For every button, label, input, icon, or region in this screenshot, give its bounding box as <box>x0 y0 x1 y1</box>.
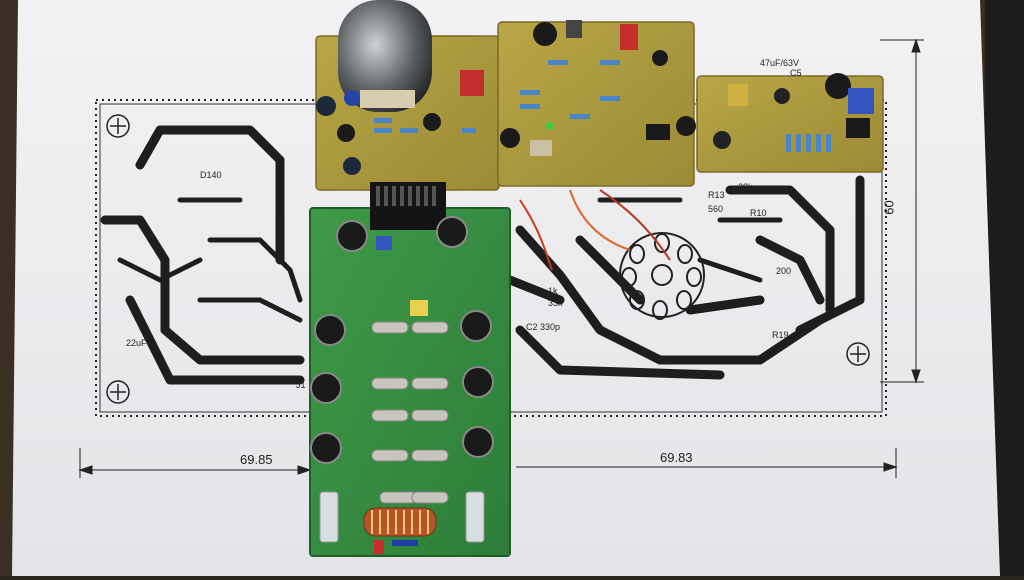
label-c5: C5 <box>790 68 802 78</box>
label-j1: J1 <box>296 380 306 390</box>
dimension-lines <box>78 38 924 478</box>
electrolytic-caps <box>310 216 494 464</box>
label-d140: D140 <box>200 170 222 180</box>
label-38k: 38k <box>738 182 753 192</box>
label-c2: C2 330p <box>526 322 561 332</box>
dimension-bottom-right: 69.83 <box>660 450 693 465</box>
middle-board <box>497 20 696 187</box>
label-1k: 1k <box>548 286 558 296</box>
label-r10: R10 <box>750 208 767 218</box>
right-board <box>696 73 884 173</box>
dimension-bottom-left: 69.85 <box>240 452 273 467</box>
printed-traces <box>100 125 865 385</box>
green-power-board <box>309 182 511 557</box>
label-r19: R19 <box>772 330 789 340</box>
label-33k: 33k <box>548 298 563 308</box>
label-r13: R13 <box>708 190 725 200</box>
label-560: 560 <box>708 204 724 214</box>
dimension-height: 60 <box>881 200 897 215</box>
tube-preamp-board <box>315 0 500 191</box>
inductor <box>363 507 437 537</box>
label-200: 200 <box>776 266 792 276</box>
tube-socket-print <box>619 232 705 320</box>
resistors <box>371 321 449 504</box>
label-j4: J4 <box>660 356 670 366</box>
vacuum-tube <box>338 0 432 112</box>
label-gnd: GND <box>610 368 630 378</box>
wires <box>519 189 671 271</box>
label-cap-rating: 47uF/63V <box>760 58 800 68</box>
label-22uf: 22uF <box>126 338 147 348</box>
fuses <box>319 491 485 543</box>
mounting-holes <box>106 114 870 404</box>
